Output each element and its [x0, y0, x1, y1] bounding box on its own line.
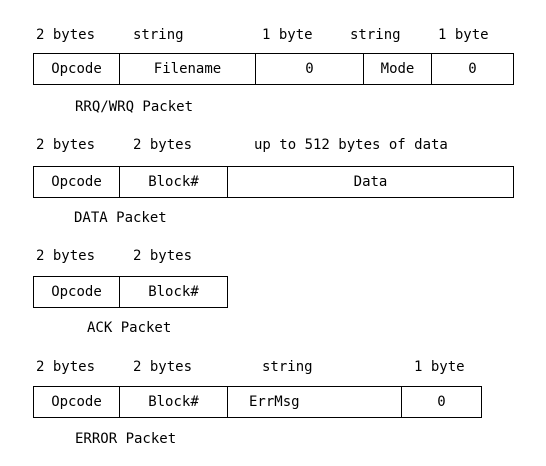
rrq-filename-field: Filename [119, 53, 256, 85]
rrq-wrq-packet-row: Opcode Filename 0 Mode 0 [33, 53, 514, 85]
error-msg-size-label: string [262, 359, 313, 375]
error-zero-field: 0 [401, 386, 482, 418]
rrq-filename-size-label: string [133, 27, 184, 43]
error-zero-size-label: 1 byte [414, 359, 465, 375]
ack-block-size-label: 2 bytes [133, 248, 193, 264]
ack-opcode-field: Opcode [33, 276, 120, 308]
rrq-mode-field: Mode [363, 53, 432, 85]
rrq-zero-field: 0 [255, 53, 364, 85]
error-code-field: Block# [119, 386, 228, 418]
rrq-opcode-field: Opcode [33, 53, 120, 85]
rrq-zero2-size-label: 1 byte [438, 27, 489, 43]
error-msg-field: ErrMsg [227, 386, 402, 418]
error-packet-caption: ERROR Packet [75, 431, 177, 447]
data-opcode-field: Opcode [33, 166, 120, 198]
data-packet-caption: DATA Packet [74, 210, 167, 226]
error-opcode-size-label: 2 bytes [36, 359, 96, 375]
ack-packet-caption: ACK Packet [87, 320, 172, 336]
data-block-size-label: 2 bytes [133, 137, 193, 153]
ack-block-field: Block# [119, 276, 228, 308]
rrq-zero-size-label: 1 byte [262, 27, 313, 43]
rrq-mode-size-label: string [350, 27, 401, 43]
error-opcode-field: Opcode [33, 386, 120, 418]
error-packet-row: Opcode Block# ErrMsg 0 [33, 386, 482, 418]
ack-packet-row: Opcode Block# [33, 276, 228, 308]
data-packet-row: Opcode Block# Data [33, 166, 514, 198]
rrq-opcode-size-label: 2 bytes [36, 27, 96, 43]
data-block-field: Block# [119, 166, 228, 198]
data-payload-size-label: up to 512 bytes of data [254, 137, 448, 153]
data-opcode-size-label: 2 bytes [36, 137, 96, 153]
error-code-size-label: 2 bytes [133, 359, 193, 375]
ack-opcode-size-label: 2 bytes [36, 248, 96, 264]
rrq-wrq-packet-caption: RRQ/WRQ Packet [75, 99, 194, 115]
data-payload-field: Data [227, 166, 514, 198]
rrq-zero2-field: 0 [431, 53, 514, 85]
